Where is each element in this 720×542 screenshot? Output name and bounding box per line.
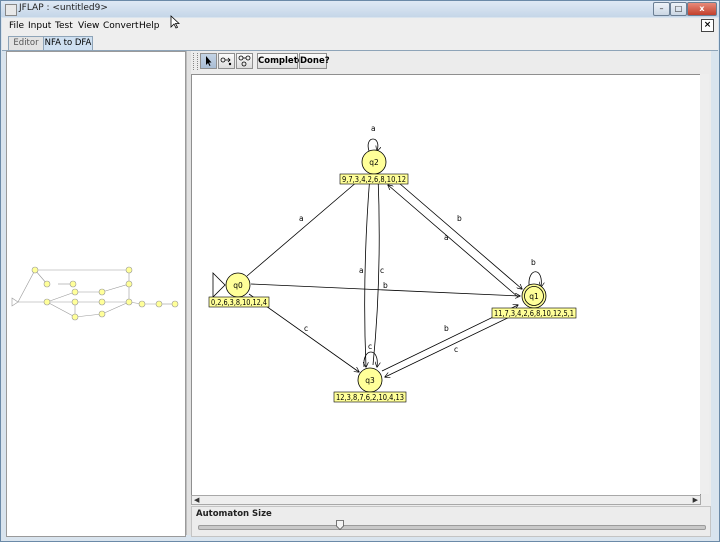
complete-button[interactable]: Complete [257,53,304,69]
state-label-q3: 12,3,8,7,6,2,10,4,13 [333,391,407,403]
edge-label-q1-q3: c [454,345,458,354]
initial-state-marker-icon [212,272,226,298]
state-label-text-q1: 11,7,3,4,2,6,8,10,12,5,1 [494,309,574,318]
loop-q2 [367,138,378,151]
edge-q2-q1 [391,176,522,289]
edge-label-q1-q2: a [444,233,449,242]
state-label-text-q3: 12,3,8,7,6,2,10,4,13 [336,393,404,402]
nfa-thumbnail [11,266,179,321]
edge-label-q3-loop: c [368,342,372,351]
automaton-size-slider[interactable] [198,525,706,530]
state-label-q1: 11,7,3,4,2,6,8,10,12,5,1 [491,307,577,319]
dfa-diagram: a b c a b a b c a b c c q0 q2 q1 [208,124,577,403]
state-q3[interactable]: q3 [357,367,383,393]
edge-label-q2-q1: b [457,214,462,223]
state-label-q0: 0,2,6,3,8,10,12,4 [208,296,270,308]
edge-label-q3-q1: b [444,324,449,333]
state-name-q2: q2 [369,158,379,167]
state-label-text-q2: 9,7,3,4,2,6,8,10,12 [342,175,406,184]
menu-view[interactable]: View [78,21,100,31]
window-title: JFLAP : <untitled9> [19,3,108,13]
vertical-scrollbar[interactable] [700,74,709,494]
transition-expander-icon[interactable] [236,53,253,69]
edge-label-q0-q2: a [299,214,304,223]
automaton-size-label: Automaton Size [196,509,272,519]
edge-q1-q2 [388,185,519,298]
title-bar[interactable]: JFLAP : <untitled9> – □ x [1,1,719,17]
edge-label-q3-q2: a [359,266,364,275]
edge-label-q2-loop: a [371,124,376,133]
state-q1[interactable]: q1 [521,283,547,309]
edge-q3-q2 [372,175,379,366]
edge-q1-q3 [385,310,523,377]
state-name-q1: q1 [529,292,539,301]
state-label-text-q0: 0,2,6,3,8,10,12,4 [211,298,267,307]
edge-q0-q2 [246,175,365,277]
automaton-size-panel: Automaton Size [191,506,711,537]
scroll-right-icon[interactable]: ▶ [692,496,698,504]
done-button[interactable]: Done? [299,53,330,69]
toolbar-grip[interactable] [193,53,198,70]
scroll-left-icon[interactable]: ◀ [194,496,200,504]
state-label-q2: 9,7,3,4,2,6,8,10,12 [339,173,409,185]
nfa-preview-pane[interactable] [6,51,186,537]
tab-bar: Editor NFA to DFA [2,34,718,51]
menu-bar: File Input Test View Convert Help × [2,18,718,34]
edge-q2-q3 [365,174,371,367]
horizontal-scrollbar[interactable]: ◀ ▶ [191,495,701,505]
maximize-button[interactable]: □ [670,2,687,16]
state-q0[interactable]: q0 [225,272,251,298]
edge-label-q2-q3: c [380,266,384,275]
edge-label-q0-q1: b [383,281,388,290]
edge-q0-q1 [250,283,520,296]
app-icon [5,4,17,16]
tab-editor[interactable]: Editor [8,36,44,50]
minimize-button[interactable]: – [653,2,670,16]
attribute-editor-icon[interactable] [200,53,217,69]
dfa-canvas[interactable]: a b c a b a b c a b c c q0 q2 q1 [191,74,701,496]
close-tab-button[interactable]: × [701,19,714,32]
menu-input[interactable]: Input [28,21,52,31]
close-window-button[interactable]: x [687,2,717,16]
menu-test[interactable]: Test [55,21,73,31]
state-expander-icon[interactable] [218,53,235,69]
loop-q3 [363,351,377,367]
state-name-q0: q0 [233,281,243,290]
edge-label-q1-loop: b [531,258,536,267]
slider-thumb-icon[interactable] [336,520,345,530]
state-q2[interactable]: q2 [361,149,387,175]
state-name-q3: q3 [365,376,375,385]
menu-file[interactable]: File [9,21,25,31]
mouse-cursor-icon [170,15,180,29]
edge-label-q0-q3: c [304,324,308,333]
menu-convert[interactable]: Convert [103,21,139,31]
loop-q1 [528,271,541,287]
tab-nfa-to-dfa[interactable]: NFA to DFA [43,36,93,50]
menu-help[interactable]: Help [139,21,160,31]
